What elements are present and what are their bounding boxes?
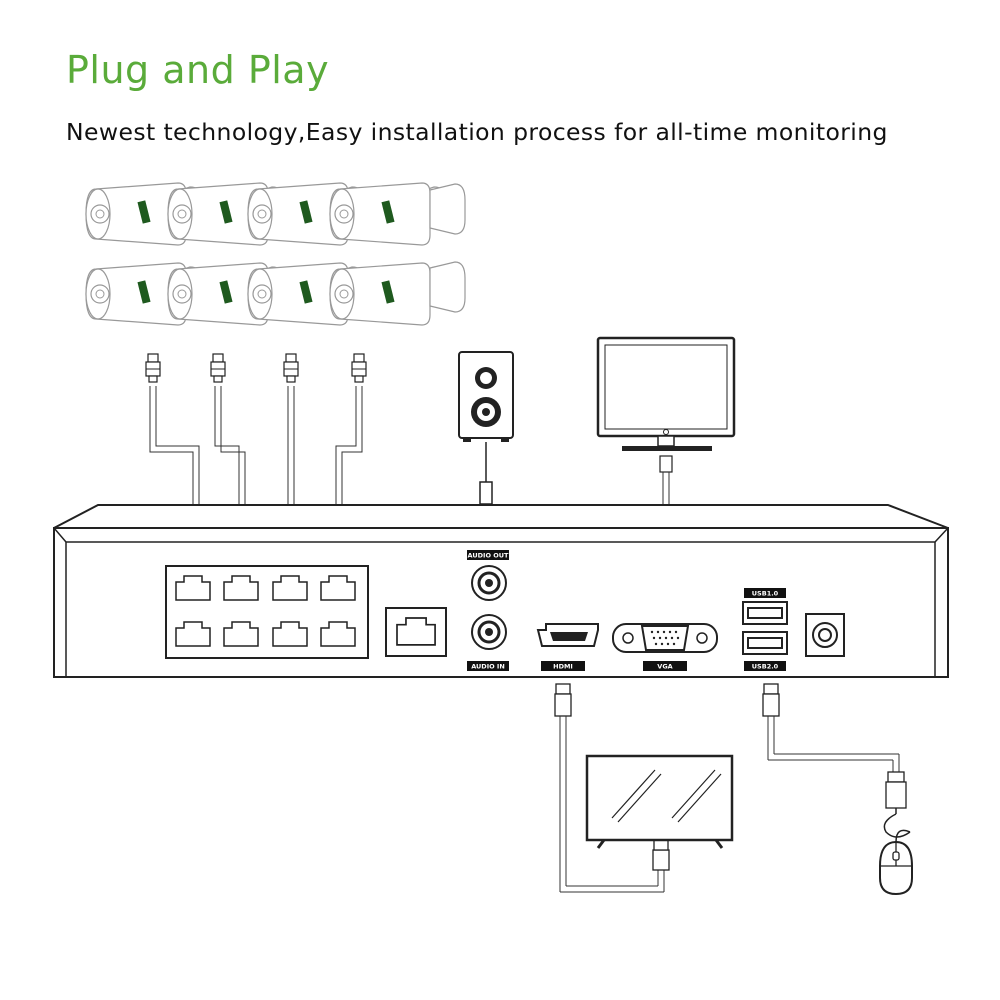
camera-group <box>85 182 466 326</box>
hdmi-label: HDMI <box>553 663 573 671</box>
vga-port: VGA <box>612 623 718 671</box>
lan-port <box>385 607 447 657</box>
hdmi-tv-icon <box>585 754 734 849</box>
audio-out-label: AUDIO OUT <box>468 552 510 560</box>
usb1-label: USB1.0 <box>752 590 779 598</box>
speaker-icon <box>458 351 514 526</box>
power-port <box>805 613 845 657</box>
hdmi-port: HDMI <box>536 623 599 671</box>
audio-ports: AUDIO OUT AUDIO IN <box>467 550 509 671</box>
hdmi-cable <box>554 683 670 893</box>
mouse-icon <box>879 840 913 896</box>
usb-cable <box>762 683 911 843</box>
bullet-camera-icon <box>329 182 445 246</box>
page-title: Plug and Play <box>66 48 330 92</box>
page-subtitle: Newest technology,Easy installation proc… <box>66 118 888 146</box>
poe-port-block <box>165 565 369 659</box>
vga-monitor-icon <box>596 336 736 607</box>
usb-ports: USB1.0 USB2.0 <box>742 588 788 671</box>
bullet-camera-icon <box>329 262 445 326</box>
vga-label: VGA <box>657 663 672 671</box>
usb2-label: USB2.0 <box>752 663 779 671</box>
audio-in-label: AUDIO IN <box>471 663 505 671</box>
camera-cables <box>149 386 363 530</box>
